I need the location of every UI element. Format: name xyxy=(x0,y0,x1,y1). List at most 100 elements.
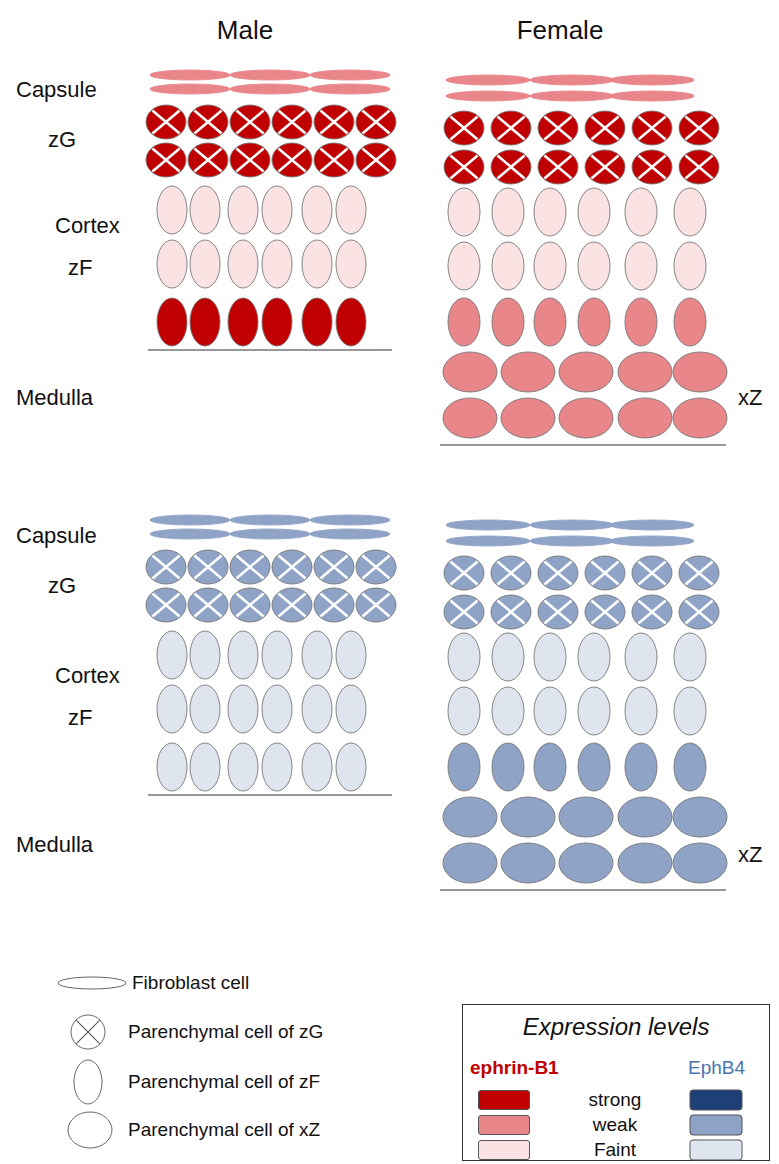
zf-cell xyxy=(302,631,332,679)
xz-cell xyxy=(501,797,555,837)
fibroblast-cell xyxy=(150,529,230,539)
label-text: Medulla xyxy=(16,832,93,857)
zf-cell xyxy=(262,743,292,791)
fibroblast-cell xyxy=(610,536,694,546)
zg-cross xyxy=(685,116,712,139)
zg-cross xyxy=(236,555,263,578)
zg-cell xyxy=(272,105,312,139)
zf-cell xyxy=(674,743,706,791)
zg-cell xyxy=(146,588,186,622)
zf-cell xyxy=(534,687,566,735)
legend-text: Parenchymal cell of zG xyxy=(128,1021,323,1042)
ephrin-swatch xyxy=(478,1090,530,1110)
zf-cell xyxy=(674,298,706,346)
zf-cell xyxy=(625,242,657,290)
zg-cross xyxy=(76,1020,99,1043)
zg-cross xyxy=(450,600,477,623)
zg-cross xyxy=(362,148,389,171)
zf-cell xyxy=(190,743,220,791)
zg-cross xyxy=(544,155,571,178)
zf-cell xyxy=(262,685,292,733)
label-text: Medulla xyxy=(16,385,93,410)
zf-cell xyxy=(302,685,332,733)
zg-cross xyxy=(236,555,263,578)
zg-cross xyxy=(194,555,221,578)
zg-cross xyxy=(638,116,665,139)
zg-cross xyxy=(152,555,179,578)
xz-cell xyxy=(673,843,727,883)
ephb4-swatch xyxy=(690,1090,742,1110)
zg-cross xyxy=(591,561,618,584)
zg-cell xyxy=(679,556,719,590)
zf-sample xyxy=(74,1060,102,1104)
zg-cross xyxy=(497,116,524,139)
zf-cell xyxy=(336,186,366,234)
zg-cross xyxy=(320,110,347,133)
zf-cell xyxy=(578,188,610,236)
zg-cell xyxy=(585,595,625,629)
zg-cell xyxy=(538,556,578,590)
zg-cross xyxy=(362,555,389,578)
legend-entry: strong xyxy=(589,1089,642,1111)
zg-cross xyxy=(591,155,618,178)
zg-cell xyxy=(585,556,625,590)
zf-cell xyxy=(262,186,292,234)
zg-cross xyxy=(685,155,712,178)
zone-label: xZ xyxy=(738,385,762,411)
fibroblast-cell xyxy=(530,536,614,546)
zg-cross xyxy=(362,593,389,616)
zg-cross xyxy=(685,155,712,178)
zg-cross xyxy=(450,155,477,178)
zf-cell xyxy=(492,633,524,681)
zone-label: Female xyxy=(517,15,604,46)
zg-cross xyxy=(152,593,179,616)
xz-cell xyxy=(443,843,497,883)
zg-cross xyxy=(194,110,221,133)
zg-cell xyxy=(188,588,228,622)
zf-cell xyxy=(492,242,524,290)
label-text: xZ xyxy=(738,842,762,867)
zg-cross xyxy=(278,110,305,133)
zg-cell xyxy=(491,111,531,145)
zf-cell xyxy=(302,743,332,791)
zg-cell xyxy=(444,150,484,184)
ephrin-swatch xyxy=(478,1115,530,1135)
zg-cross xyxy=(320,148,347,171)
fibroblast-cell xyxy=(530,75,614,85)
zf-cell xyxy=(674,687,706,735)
zg-cross xyxy=(320,593,347,616)
zone-label: Medulla xyxy=(16,385,93,411)
zf-cell xyxy=(302,240,332,288)
zg-cross xyxy=(152,110,179,133)
zg-cross xyxy=(362,110,389,133)
legend-heading: Expression levels xyxy=(463,1005,769,1041)
zg-cross xyxy=(320,555,347,578)
fibroblast-cell xyxy=(230,70,310,80)
zg-cross xyxy=(544,561,571,584)
zf-cell xyxy=(157,743,187,791)
zone-label: Male xyxy=(217,15,273,46)
zg-cell xyxy=(585,150,625,184)
zf-cell xyxy=(534,743,566,791)
zg-cell xyxy=(356,588,396,622)
fibroblast-cell xyxy=(530,91,614,101)
boundary-line xyxy=(148,349,392,350)
zg-cell xyxy=(188,143,228,177)
label-text: zG xyxy=(48,573,76,598)
zg-cell xyxy=(356,550,396,584)
xz-cell xyxy=(618,843,672,883)
zg-cell xyxy=(272,143,312,177)
zg-cross xyxy=(497,155,524,178)
zg-cross xyxy=(152,593,179,616)
zone-label: zG xyxy=(48,127,76,153)
ephb4-swatch xyxy=(690,1115,742,1135)
zg-cell xyxy=(679,150,719,184)
zg-cross xyxy=(236,593,263,616)
zg-cell xyxy=(679,111,719,145)
zf-cell xyxy=(578,743,610,791)
zg-cross xyxy=(544,116,571,139)
legend-entry: Parenchymal cell of zF xyxy=(128,1071,320,1093)
xz-cell xyxy=(443,398,497,438)
zone-label: Cortex xyxy=(55,213,120,239)
